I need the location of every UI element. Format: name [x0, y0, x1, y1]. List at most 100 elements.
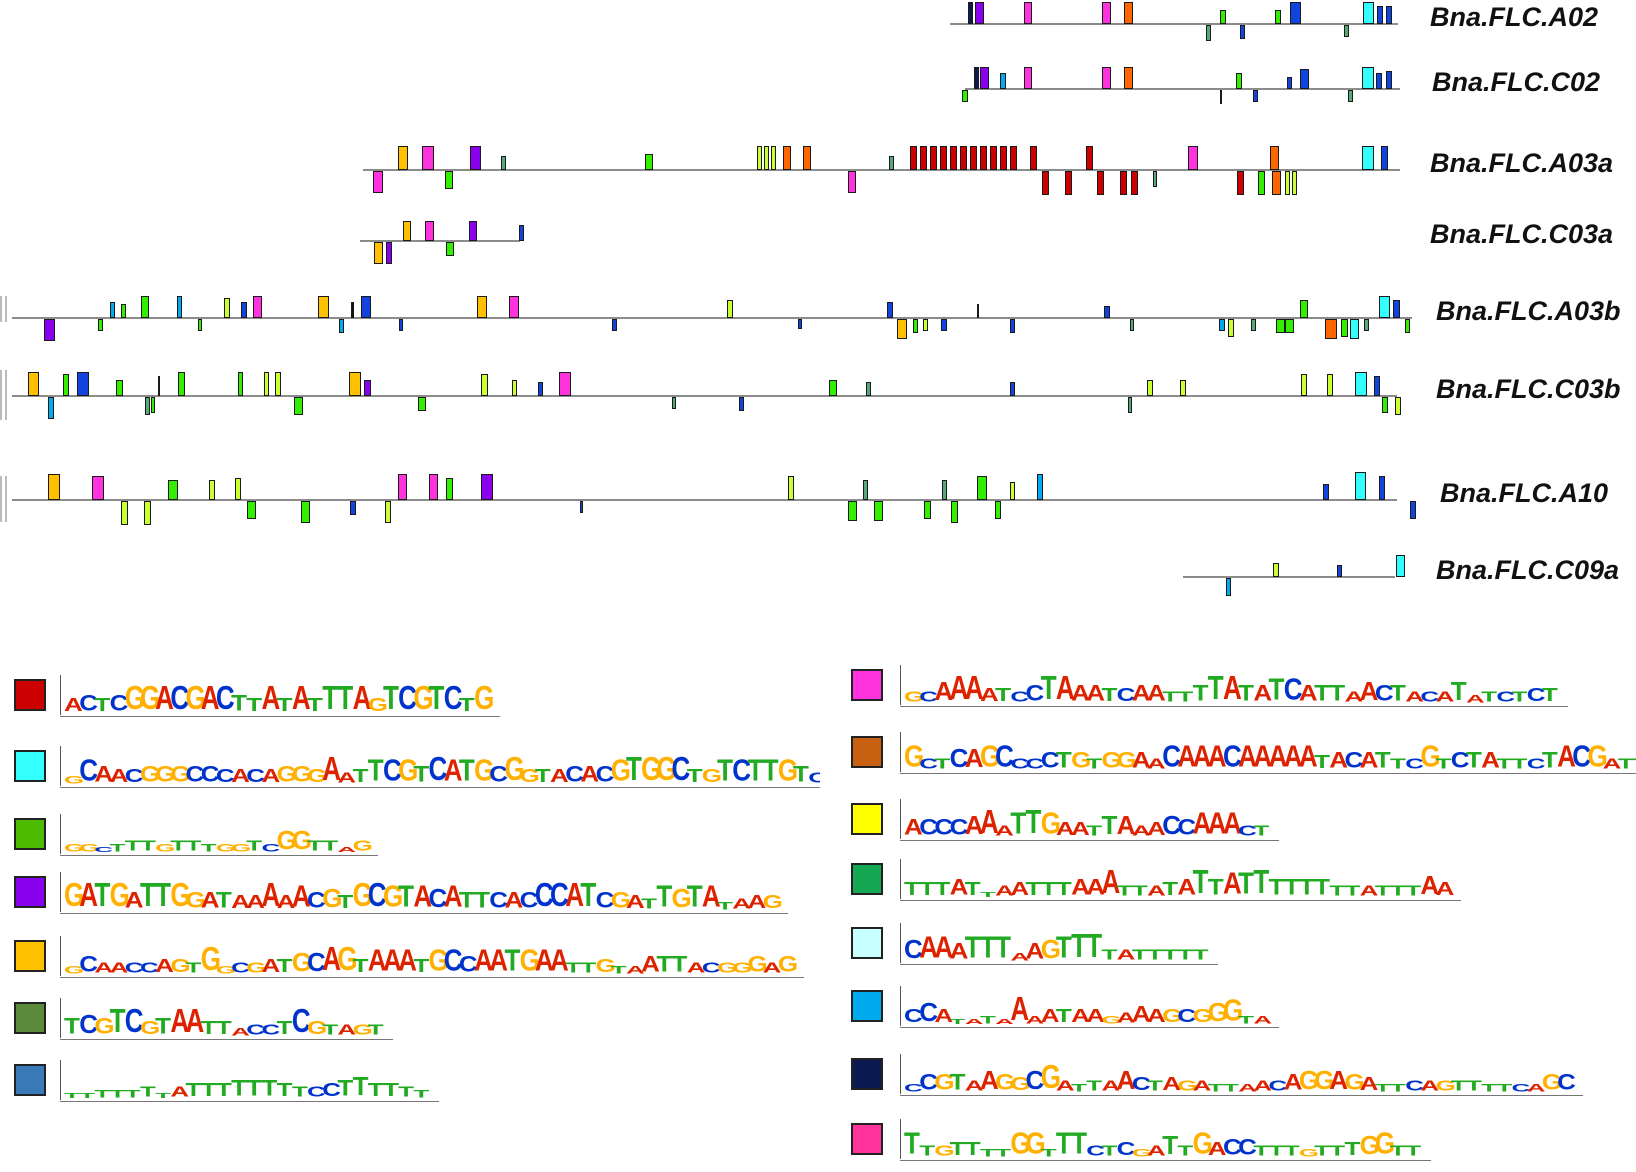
logo-base: G	[1222, 992, 1244, 1028]
motif-box	[783, 146, 791, 170]
sequence-logo: TCGTCGTAATTACCTCGTAGT	[60, 996, 394, 1042]
logo-base: T	[1162, 877, 1179, 900]
logo-base: C	[261, 840, 281, 854]
logo-base: T	[717, 898, 733, 912]
logo-base: T	[185, 958, 202, 977]
logo-base: A	[1222, 805, 1242, 841]
motif-box	[48, 474, 60, 500]
logo-base: T	[367, 1078, 384, 1101]
motif-color-swatch	[14, 940, 46, 972]
logo-base: A	[1147, 754, 1166, 773]
logo-base: T	[1055, 877, 1072, 900]
logo-base: A	[1465, 691, 1485, 705]
logo-base: T	[1177, 687, 1194, 706]
logo-base: T	[995, 929, 1012, 965]
logo-base: C	[1086, 1141, 1106, 1160]
logo-base: T	[1390, 881, 1406, 900]
logo-base: T	[1253, 1141, 1270, 1160]
logo-base: C	[428, 748, 448, 788]
logo-base: A	[322, 748, 341, 788]
sequence-logo: GCAAAATCCTAAATCAATTTTATATCATTAACTACATATC…	[900, 663, 1568, 709]
motif-box	[477, 296, 487, 318]
logo-base: C	[367, 874, 387, 914]
logo-base: T	[246, 693, 263, 716]
logo-base: G	[367, 693, 388, 716]
logo-letters: GCAACCAGTGGCGATGCAGTAAATGCCAATGAATTGTAAT…	[64, 941, 798, 977]
logo-base: C	[458, 950, 478, 977]
logo-base: T	[1131, 881, 1148, 900]
logo-base: A	[1526, 1080, 1546, 1094]
logo-base: C	[124, 764, 144, 787]
motif-box	[1010, 482, 1015, 500]
logo-base: T	[1511, 687, 1528, 706]
logo-base: C	[291, 1000, 311, 1040]
logo-x-axis	[60, 1039, 394, 1040]
logo-base: C	[322, 1078, 341, 1101]
logo-base: A	[1055, 817, 1075, 840]
logo-base: A	[1071, 1004, 1090, 1027]
motif-box	[1270, 146, 1279, 170]
logo-base: C	[1511, 1080, 1531, 1094]
logo-base: A	[1192, 738, 1212, 774]
gene-label: Bna.FLC.A03b	[1436, 296, 1621, 326]
logo-base: A	[489, 942, 509, 978]
logo-base: G	[610, 752, 631, 788]
logo-base: C	[246, 764, 266, 787]
gene-label: Bna.FLC.C02	[1432, 67, 1601, 97]
logo-base: G	[124, 677, 145, 717]
logo-base: G	[215, 962, 237, 976]
logo-base: A	[565, 874, 584, 914]
motif-box	[241, 302, 247, 318]
logo-base: T	[1450, 675, 1467, 707]
motif-box	[253, 296, 262, 318]
logo-base: G	[64, 840, 85, 854]
logo-base: G	[1040, 1056, 1061, 1096]
logo-base: C	[904, 933, 923, 965]
logo-base: A	[641, 950, 660, 977]
logo-base: A	[995, 881, 1014, 900]
logo-base: T	[246, 836, 263, 855]
motif-box	[995, 501, 1001, 519]
logo-base: G	[904, 738, 925, 774]
motif-box	[349, 372, 361, 396]
logo-base: G	[185, 677, 206, 717]
logo-base: T	[793, 760, 809, 787]
logo-base: G	[1587, 738, 1608, 774]
motif-box	[1086, 146, 1093, 170]
logo-base: T	[215, 886, 232, 913]
gene-line	[1183, 576, 1395, 578]
logo-letters: GATGATTGGATAAAAACGTGCGTACATTCACCCATCGATT…	[64, 877, 783, 913]
motif-box	[1124, 67, 1133, 89]
motif-box	[178, 372, 185, 396]
motif-box	[950, 146, 957, 170]
logo-base: T	[64, 1012, 80, 1039]
motif-box	[1272, 171, 1281, 195]
logo-base: T	[1253, 821, 1270, 840]
motif-box	[1363, 2, 1374, 24]
motif-box	[1153, 171, 1157, 187]
logo-base: T	[307, 693, 323, 716]
logo-base: T	[1025, 801, 1042, 841]
motif-color-swatch	[14, 1064, 46, 1096]
logo-x-axis	[60, 977, 804, 978]
motif-box	[361, 296, 371, 318]
logo-base: C	[1116, 1137, 1136, 1160]
logo-x-axis	[900, 773, 1636, 774]
logo-base: C	[1177, 1004, 1197, 1027]
logo-base: G	[610, 886, 631, 913]
logo-base: A	[1071, 873, 1090, 900]
logo-base: A	[1207, 738, 1227, 774]
logo-base: C	[534, 874, 554, 914]
logo-base: T	[1374, 1080, 1391, 1094]
logo-base: T	[979, 929, 996, 965]
logo-base: A	[580, 760, 600, 787]
motif-box	[1379, 476, 1385, 500]
logo-base: T	[398, 878, 415, 914]
logo-base: T	[276, 1078, 293, 1101]
logo-base: A	[1147, 1004, 1166, 1027]
motif-box	[1292, 171, 1297, 195]
motif-box	[28, 372, 39, 396]
logo-base: C	[215, 764, 235, 787]
motif-box	[403, 221, 411, 241]
logo-base: G	[352, 1020, 373, 1039]
